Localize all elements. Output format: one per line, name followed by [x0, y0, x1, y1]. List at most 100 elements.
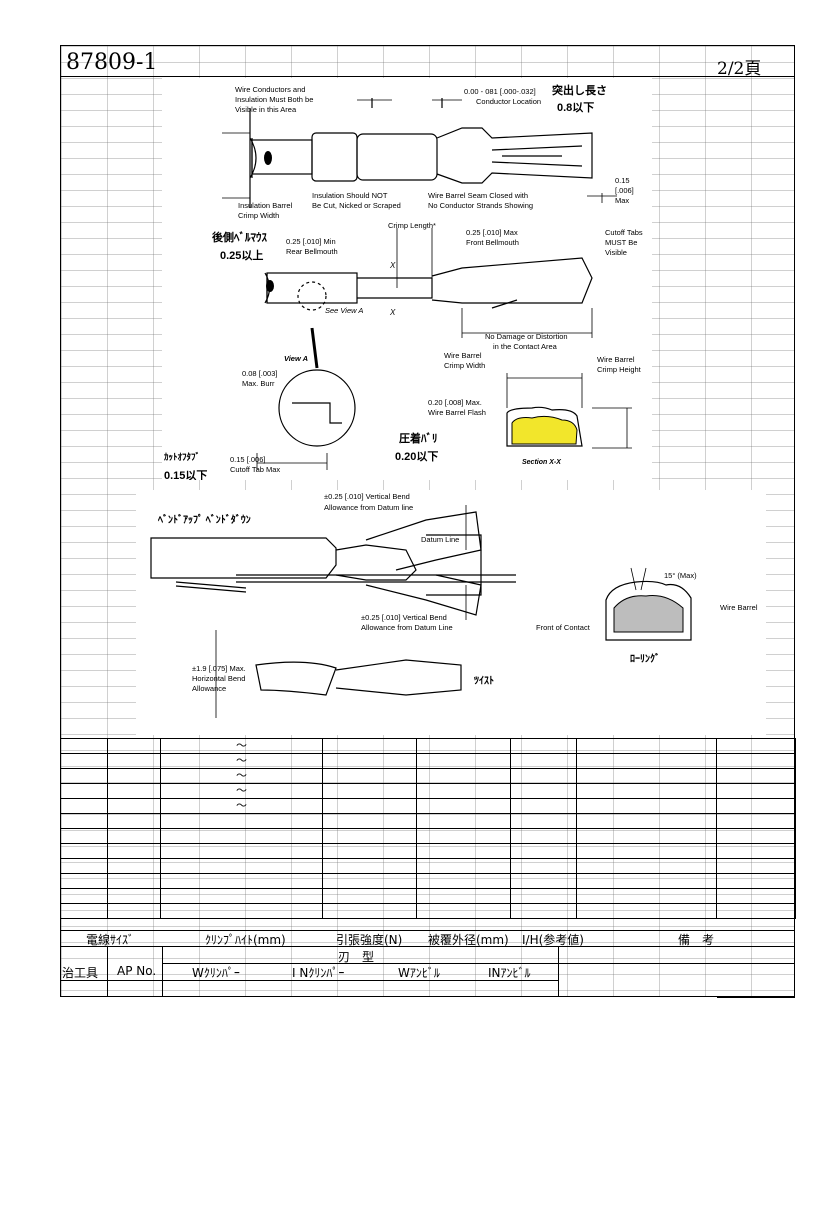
max-015-2: [.006] — [615, 186, 634, 195]
tool-row-top — [162, 963, 795, 964]
front-of-contact: Front of Contact — [536, 623, 591, 632]
header-divider — [60, 76, 795, 77]
tool-header-w-crimper: Wｸﾘﾝﾊﾟｰ — [192, 966, 240, 980]
tilde: ～ — [160, 753, 323, 769]
wire-barrel-crimp-height-1: Wire Barrel — [597, 355, 635, 364]
rear-bellmouth-jp-1: 後側ﾍﾞﾙﾏｳｽ — [212, 230, 267, 244]
datum-line: Datum Line — [421, 535, 459, 544]
conductor-location-2: Conductor Location — [476, 97, 541, 106]
cutoff-tab-jp-2: 0.15以下 — [164, 469, 207, 480]
table-row — [60, 858, 796, 874]
no-damage-1: No Damage or Distortion — [485, 332, 568, 341]
wire-barrel-crimp-width-1: Wire Barrel — [444, 351, 482, 360]
tilde: ～ — [160, 768, 323, 784]
table-row: ～ — [60, 768, 796, 784]
header-row-top — [60, 930, 795, 931]
conductor-location-1: 0.00 - 081 [.000-.032] — [464, 87, 536, 96]
max-burr-2: Max. Burr — [242, 379, 275, 388]
wire-barrel-flash-2: Wire Barrel Flash — [428, 408, 486, 417]
horizontal-bend-3: Allowance — [192, 684, 226, 693]
tool-row-bottom — [60, 980, 558, 981]
front-bellmouth-1: 0.25 [.010] Max — [466, 228, 518, 237]
cutoff-tabs-3: Visible — [605, 248, 627, 257]
header-insulation-od: 被覆外径(mm) — [428, 933, 509, 947]
table-row: ～ — [60, 738, 796, 754]
table-row — [60, 843, 796, 859]
protrusion-jp-2: 0.8以下 — [557, 101, 594, 114]
bend-allowance-drawing: ﾍﾞﾝﾄﾞｱｯﾌﾟ ﾍﾞﾝﾄﾞﾀﾞｳﾝ ±0.25 [.010] Vertica… — [136, 490, 766, 735]
table-row — [60, 828, 796, 844]
wire-barrel-crimp-width-2: Crimp Width — [444, 361, 485, 370]
cutoff-tabs-1: Cutoff Tabs — [605, 228, 643, 237]
wire-conductors-note-2: Insulation Must Both be — [235, 95, 313, 104]
front-bellmouth-2: Front Bellmouth — [466, 238, 519, 247]
rear-bellmouth-2: Rear Bellmouth — [286, 247, 338, 256]
crimp-drawing-svg: Wire Conductors and Insulation Must Both… — [164, 83, 643, 482]
tool-header-in-anvil: INｱﾝﾋﾞﾙ — [488, 966, 531, 980]
vline-c — [558, 946, 559, 996]
crimp-burr-jp-2: 0.20以下 — [395, 450, 438, 463]
vertical-bend-bottom-1: ±0.25 [.010] Vertical Bend — [361, 613, 447, 622]
max-015-1: 0.15 — [615, 176, 630, 185]
rear-bellmouth-1: 0.25 [.010] Min — [286, 237, 336, 246]
insulation-not-cut-1: Insulation Should NOT — [312, 191, 388, 200]
tilde: ～ — [160, 798, 323, 814]
cutoff-tabs-2: MUST Be — [605, 238, 637, 247]
vline-b — [162, 946, 163, 996]
angle-max: 15° (Max) — [664, 571, 697, 580]
insulation-not-cut-2: Be Cut, Nicked or Scraped — [312, 201, 401, 210]
tilde: ～ — [160, 783, 323, 799]
table-row — [60, 813, 796, 829]
footer-mark — [717, 996, 795, 998]
vertical-bend-top-2: Allowance from Datum line — [324, 503, 413, 512]
cutoff-tab-jp-1: ｶｯﾄｵﾌﾀﾌﾞ — [164, 451, 200, 462]
table-row — [60, 903, 796, 919]
insulation-barrel-2: Crimp Width — [238, 211, 279, 220]
seam-closed-1: Wire Barrel Seam Closed with — [428, 191, 528, 200]
section-label: Section X-X — [522, 459, 562, 466]
header-row-bottom — [60, 946, 795, 947]
tool-header-in-crimper: I Nｸﾘﾝﾊﾟｰ — [292, 966, 345, 980]
rolling-jp: ﾛｰﾘﾝｸﾞ — [630, 652, 660, 665]
horizontal-bend-1: ±1.9 [.075] Max. — [192, 664, 246, 673]
table-row — [60, 888, 796, 904]
twist-jp: ﾂｲｽﾄ — [474, 675, 494, 687]
protrusion-jp-1: 突出し長さ — [552, 83, 607, 97]
table-row — [60, 873, 796, 889]
x-mark-top: X — [389, 261, 396, 270]
see-view-a: See View A — [325, 306, 363, 315]
header-wire-size: 電線ｻｲｽﾞ — [86, 933, 135, 947]
part-number: 87809-1 — [66, 50, 158, 75]
vline-a — [107, 946, 108, 996]
crimp-inspection-drawing: Wire Conductors and Insulation Must Both… — [162, 78, 652, 482]
vertical-bend-top-1: ±0.25 [.010] Vertical Bend — [324, 492, 410, 501]
bend-jp: ﾍﾞﾝﾄﾞｱｯﾌﾟ ﾍﾞﾝﾄﾞﾀﾞｳﾝ — [157, 513, 251, 526]
page-number: 2/2頁 — [717, 59, 762, 79]
tool-header-ap: AP No. — [117, 964, 157, 978]
header-crimp-height: ｸﾘﾝﾌﾟﾊｲﾄ(mm) — [205, 933, 286, 947]
tilde: ～ — [160, 738, 323, 754]
wire-barrel-flash-1: 0.20 [.008] Max. — [428, 398, 482, 407]
wire-barrel-label: Wire Barrel — [720, 603, 758, 612]
tool-header-jig: 治工具 — [62, 966, 99, 980]
cutoff-tab-max-1: 0.15 [.006] — [230, 455, 265, 464]
cutoff-tab-max-2: Cutoff Tab Max — [230, 465, 280, 474]
seam-closed-2: No Conductor Strands Showing — [428, 201, 533, 210]
wire-barrel-crimp-height-2: Crimp Height — [597, 365, 642, 374]
crimp-spec-table: ～ ～ ～ ～ ～ — [60, 738, 796, 919]
max-burr-1: 0.08 [.003] — [242, 369, 277, 378]
header-tensile: 引張強度(N) — [336, 933, 403, 947]
x-mark-bottom: X — [389, 308, 396, 317]
table-row: ～ — [60, 798, 796, 814]
wire-conductors-note-1: Wire Conductors and — [235, 85, 305, 94]
max-015-3: Max — [615, 196, 629, 205]
wire-conductors-note-3: Visible in this Area — [235, 105, 297, 114]
table-row: ～ — [60, 783, 796, 799]
tool-header-w-anvil: Wｱﾝﾋﾞﾙ — [398, 966, 440, 980]
crimp-burr-jp-1: 圧着ﾊﾞﾘ — [399, 431, 438, 445]
view-a-label: View A — [284, 354, 308, 363]
crimp-length: Crimp Length* — [388, 221, 436, 230]
insulation-barrel-1: Insulation Barrel — [238, 201, 293, 210]
no-damage-2: in the Contact Area — [493, 342, 558, 351]
vertical-bend-bottom-2: Allowance from Datum Line — [361, 623, 453, 632]
